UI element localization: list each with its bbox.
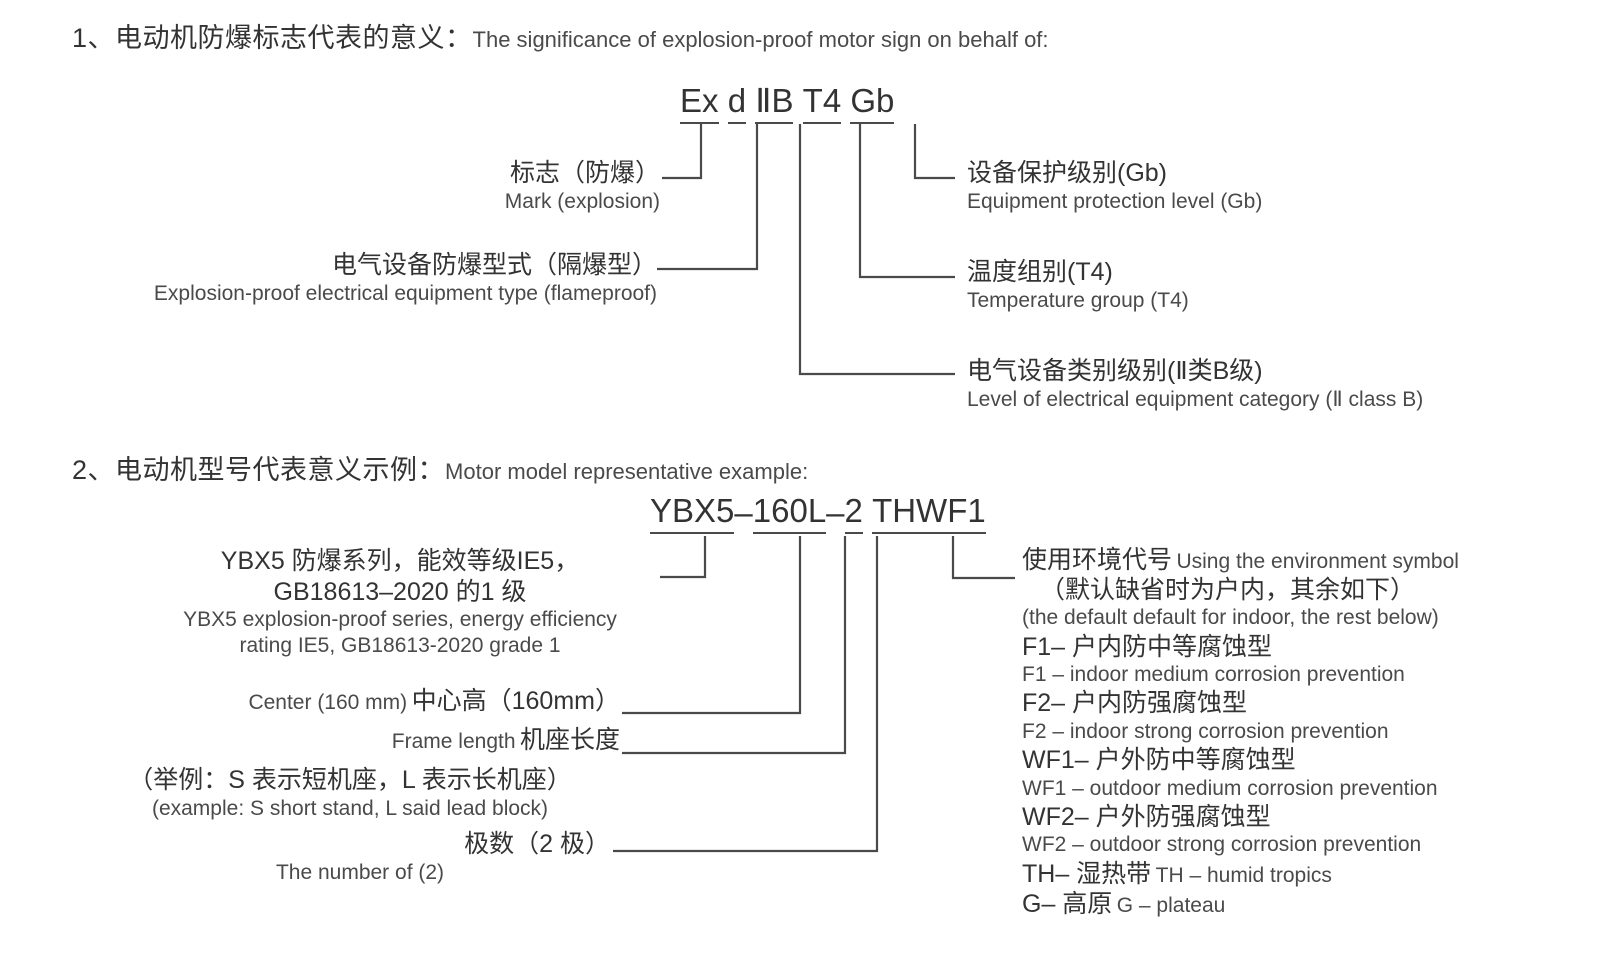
label-series: YBX5 防爆系列，能效等级IE5， GB18613–2020 的1 级 YBX…: [140, 546, 660, 660]
environment-title-en: Using the environment symbol: [1176, 550, 1459, 573]
label-frame-example-en: (example: S short stand, L said lead blo…: [151, 796, 549, 820]
label-temperature-en: Temperature group (T4): [967, 288, 1189, 312]
environment-item-f1-cn: F1– 户内防中等腐蚀型: [1022, 632, 1273, 661]
environment-title-cn: 使用环境代号: [1022, 546, 1173, 574]
label-type-en: Explosion-proof electrical equipment typ…: [153, 281, 657, 305]
code-dash-1: –: [734, 494, 753, 531]
environment-note: （默认缺省时为户内，其余如下）: [1022, 575, 1459, 606]
leader-protection: [913, 124, 955, 180]
label-series-cn-line1: YBX5 防爆系列，能效等级IE5，: [220, 547, 580, 575]
label-protection-cn: 设备保护级别(Gb): [967, 159, 1168, 187]
section2-title-en: Motor model representative example:: [445, 459, 809, 484]
environment-item-f2-cn: F2– 户内防强腐蚀型: [1022, 689, 1248, 718]
label-mark-en: Mark (explosion): [504, 189, 660, 213]
code-seg-l: L: [807, 494, 827, 534]
label-frame-length-cn: 机座长度: [519, 726, 620, 754]
code-seg-ybx5: YBX5: [650, 494, 735, 534]
label-temperature-cn: 温度组别(T4): [967, 258, 1113, 286]
section2-heading: 2、电动机型号代表意义示例：Motor model representative…: [72, 448, 808, 487]
label-poles-cn: 极数（2 极）: [464, 830, 610, 858]
label-frame-example: （举例：S 表示短机座，L 表示长机座） (example: S short s…: [70, 765, 630, 822]
label-type: 电气设备防爆型式（隔爆型） Explosion-proof electrical…: [10, 250, 657, 307]
code-seg-d: d: [727, 84, 747, 124]
label-series-en-line1: YBX5 explosion-proof series, energy effi…: [183, 608, 617, 631]
label-category-cn: 电气设备类别级别(Ⅱ类B级): [967, 357, 1263, 385]
code-seg-2b: ⅡB: [755, 84, 794, 124]
code-seg-2: 2: [844, 494, 863, 534]
code-dash-2: –: [826, 494, 845, 531]
environment-item-th-en: TH – humid tropics: [1155, 863, 1332, 887]
label-poles-en: The number of (2): [275, 860, 445, 884]
label-protection: 设备保护级别(Gb) Equipment protection level (G…: [967, 158, 1262, 215]
section1-number: 1、: [72, 23, 116, 53]
environment-item-f2: F2– 户内防强腐蚀型 F2 – indoor strong corrosion…: [1022, 688, 1459, 745]
code-spacer-3: [793, 86, 802, 124]
section1-title-cn: 电动机防爆标志代表的意义：: [115, 23, 473, 53]
label-center-height-cn: 中心高（160mm）: [411, 687, 620, 715]
code-seg-gb: Gb: [850, 84, 895, 124]
environment-item-wf1-cn: WF1– 户外防中等腐蚀型: [1022, 746, 1296, 774]
label-environment: 使用环境代号 Using the environment symbol （默认缺…: [1022, 546, 1459, 919]
environment-item-th: TH– 湿热带 TH – humid tropics: [1022, 859, 1459, 889]
environment-item-f1-en: F1 – indoor medium corrosion prevention: [1022, 663, 1405, 686]
label-category-en: Level of electrical equipment category (…: [967, 387, 1424, 411]
environment-note-en: (the default default for indoor, the res…: [1022, 606, 1439, 630]
label-series-cn-line2: GB18613–2020 的1 级: [273, 577, 527, 606]
code-seg-t4: T4: [802, 84, 842, 124]
code-spacer-5: [863, 496, 872, 534]
environment-note-en-row: (the default default for indoor, the res…: [1022, 605, 1459, 631]
environment-item-wf2: WF2– 户外防强腐蚀型 WF2 – outdoor strong corros…: [1022, 802, 1459, 859]
section1-heading: 1、电动机防爆标志代表的意义：The significance of explo…: [72, 16, 1049, 55]
environment-item-g-en: G – plateau: [1116, 893, 1226, 917]
section2-title-cn: 电动机型号代表意义示例：: [115, 455, 446, 485]
label-frame-example-cn: （举例：S 表示短机座，L 表示长机座）: [128, 766, 572, 794]
label-center-height: Center (160 mm) 中心高（160mm）: [140, 689, 620, 714]
section1-title-en: The significance of explosion-proof moto…: [472, 27, 1049, 52]
environment-item-f2-en: F2 – indoor strong corrosion prevention: [1022, 719, 1389, 743]
code-seg-thwf1: THWF1: [872, 494, 986, 534]
label-center-height-en: Center (160 mm): [248, 691, 408, 714]
leader-type: [657, 124, 759, 271]
label-series-en-line2: rating IE5, GB18613-2020 grade 1: [239, 634, 561, 658]
environment-item-f1: F1– 户内防中等腐蚀型 F1 – indoor medium corrosio…: [1022, 632, 1459, 689]
label-frame-length: Frame length 机座长度: [140, 728, 620, 753]
section2-number: 2、: [72, 455, 116, 485]
leader-temperature: [858, 124, 955, 279]
label-temperature: 温度组别(T4) Temperature group (T4): [967, 257, 1189, 314]
label-mark-cn: 标志（防爆）: [509, 159, 660, 187]
leader-series: [660, 536, 707, 579]
label-type-cn: 电气设备防爆型式（隔爆型）: [331, 251, 657, 279]
environment-title-row: 使用环境代号 Using the environment symbol: [1022, 546, 1459, 575]
environment-item-g: G– 高原 G – plateau: [1022, 889, 1459, 919]
explosion-proof-code: Ex d ⅡB T4 Gb: [680, 84, 895, 124]
label-frame-length-en: Frame length: [391, 730, 516, 753]
leader-category: [798, 124, 955, 376]
label-poles: 极数（2 极） The number of (2): [180, 829, 610, 886]
environment-item-g-cn: G– 高原: [1022, 889, 1113, 918]
environment-item-wf1-en: WF1 – outdoor medium corrosion preventio…: [1022, 776, 1438, 800]
code-spacer-4: [841, 86, 850, 124]
code-seg-ex: Ex: [680, 84, 719, 124]
code-spacer-2: [746, 86, 755, 124]
environment-item-wf1: WF1– 户外防中等腐蚀型 WF1 – outdoor medium corro…: [1022, 745, 1459, 802]
leader-mark: [662, 124, 703, 180]
leader-environment: [951, 536, 1015, 580]
environment-note-cn: （默认缺省时为户内，其余如下）: [1040, 575, 1416, 604]
label-category: 电气设备类别级别(Ⅱ类B级) Level of electrical equip…: [967, 356, 1423, 413]
environment-item-wf2-cn: WF2– 户外防强腐蚀型: [1022, 802, 1271, 831]
code-seg-160: 160: [752, 494, 808, 534]
motor-model-code: YBX5 – 160 L – 2 THWF1: [650, 494, 986, 534]
label-mark: 标志（防爆） Mark (explosion): [200, 158, 660, 215]
code-spacer-1: [719, 86, 728, 124]
label-protection-en: Equipment protection level (Gb): [967, 189, 1263, 213]
environment-item-wf2-en: WF2 – outdoor strong corrosion preventio…: [1022, 833, 1422, 857]
environment-item-th-cn: TH– 湿热带: [1022, 859, 1152, 888]
